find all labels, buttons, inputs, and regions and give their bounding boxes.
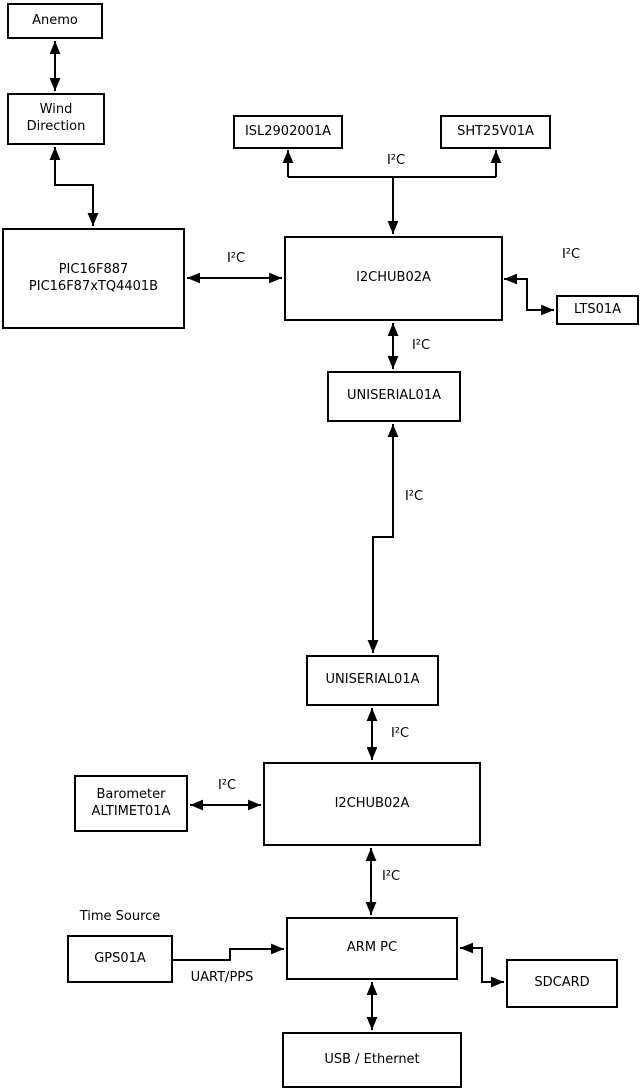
node-i2c-hub-2: I2CHUB02A	[263, 762, 481, 846]
node-i2c-hub-1: I2CHUB02A	[284, 236, 503, 321]
node-pic-microcontroller: PIC16F887 PIC16F87xTQ4401B	[2, 228, 185, 329]
i2c-label-uniserial-link: I²C	[404, 489, 424, 504]
i2c-label-hub1-uniserial1: I²C	[411, 338, 431, 353]
time-source-label: Time Source	[79, 909, 161, 924]
node-isl-label: ISL2902001A	[244, 123, 332, 139]
node-uniserial-2: UNISERIAL01A	[306, 655, 439, 706]
node-hub2-label: I2CHUB02A	[334, 795, 410, 811]
node-wind-direction: Wind Direction	[7, 93, 105, 145]
connector-gps-armpc	[173, 943, 284, 961]
i2c-label-barometer-hub2: I²C	[217, 778, 237, 793]
i2c-label-hub2-armpc: I²C	[381, 869, 401, 884]
connector-armpc-sdcard	[460, 942, 504, 988]
node-wind-direction-label: Wind Direction	[26, 102, 86, 134]
node-gps-label: GPS01A	[94, 950, 146, 966]
node-uniserial1-label: UNISERIAL01A	[347, 388, 441, 404]
i2c-label-hub1-lts: I²C	[561, 247, 581, 262]
uart-pps-label: UART/PPS	[190, 970, 254, 985]
node-sht-label: SHT25V01A	[457, 123, 534, 139]
node-usb-label: USB / Ethernet	[324, 1051, 420, 1067]
node-lts-label: LTS01A	[573, 301, 622, 317]
connector-uniserial1-uniserial2	[367, 424, 399, 653]
node-gps01a: GPS01A	[67, 935, 173, 983]
i2c-label-pic-hub1: I²C	[226, 251, 246, 266]
node-usb-ethernet: USB / Ethernet	[282, 1032, 462, 1088]
node-barometer: Barometer ALTIMET01A	[74, 775, 188, 832]
node-pic-label: PIC16F887 PIC16F87xTQ4401B	[28, 261, 159, 294]
node-lts01a: LTS01A	[556, 295, 639, 325]
node-anemo-label: Anemo	[32, 12, 78, 28]
i2c-label-sensor-bus: I²C	[386, 153, 406, 168]
connector-hub1-lts	[504, 273, 554, 316]
node-anemo: Anemo	[7, 3, 103, 39]
node-barometer-label: Barometer ALTIMET01A	[91, 786, 171, 819]
node-sdcard: SDCARD	[506, 959, 618, 1008]
node-arm-pc: ARM PC	[286, 917, 458, 980]
connector-wind-pic	[49, 147, 99, 226]
node-uniserial2-label: UNISERIAL01A	[325, 672, 420, 688]
i2c-label-uniserial2-hub2: I²C	[390, 726, 410, 741]
node-sht25v01a: SHT25V01A	[440, 115, 551, 149]
node-armpc-label: ARM PC	[346, 940, 398, 956]
node-hub1-label: I2CHUB02A	[356, 270, 431, 286]
node-sdcard-label: SDCARD	[534, 975, 590, 991]
node-isl2902001a: ISL2902001A	[233, 115, 343, 149]
node-uniserial-1: UNISERIAL01A	[327, 371, 461, 422]
